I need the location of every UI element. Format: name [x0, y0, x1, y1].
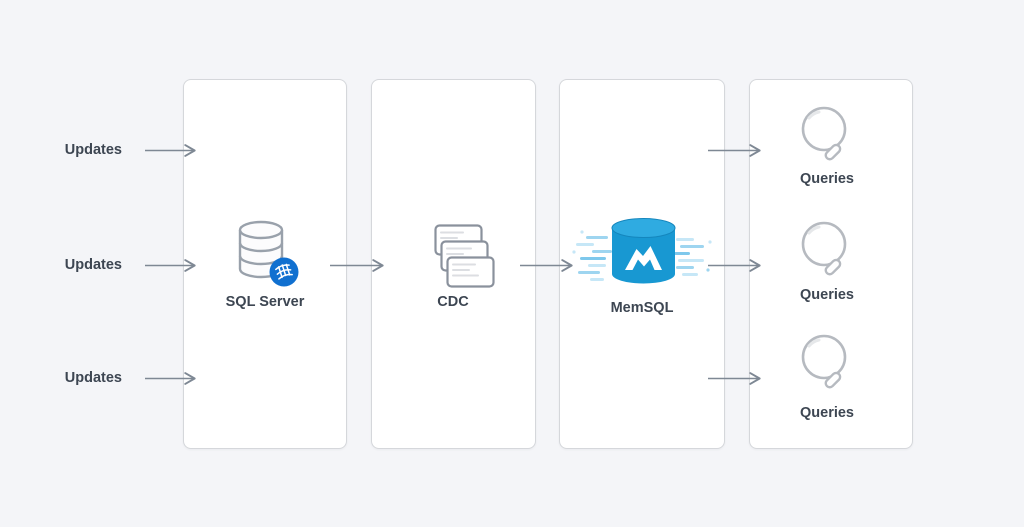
memsql-cylinder-icon [572, 216, 714, 300]
cdc-card-front [446, 256, 495, 288]
sql-server-database-icon [237, 219, 301, 289]
sqlserver-badge-icon [269, 257, 299, 287]
cdc-cards-icon [434, 224, 498, 290]
speed-lines [572, 230, 712, 281]
updates-label-1: Updates [64, 142, 122, 158]
updates-label-3: Updates [64, 370, 122, 386]
queries-label-3: Queries [800, 405, 854, 421]
queries-label-1: Queries [800, 171, 854, 187]
queries-label-2: Queries [800, 287, 854, 303]
magnifier-icon-1 [797, 104, 859, 166]
memsql-logo [625, 246, 662, 270]
memsql-label: MemSQL [610, 300, 674, 316]
magnifier-icon-3 [797, 332, 859, 394]
sql-server-label: SQL Server [225, 294, 305, 310]
updates-label-2: Updates [64, 257, 122, 273]
cdc-label: CDC [437, 294, 469, 310]
magnifier-icon-2 [797, 219, 859, 281]
memsql-cylinder [611, 218, 676, 284]
